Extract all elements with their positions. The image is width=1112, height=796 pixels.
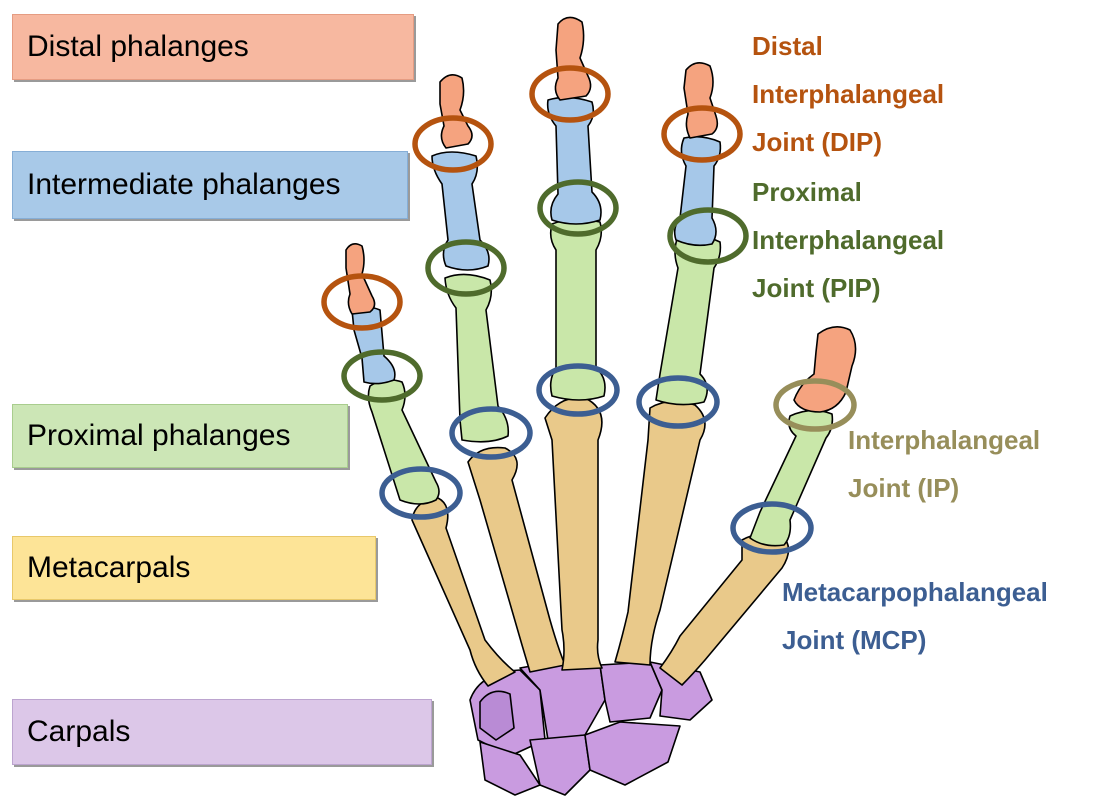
- pip-label-line1: Proximal: [752, 168, 944, 216]
- dip-label-line2: Interphalangeal: [752, 70, 944, 118]
- dip-label-line3: Joint (DIP): [752, 118, 944, 166]
- dip-joint-label: Distal Interphalangeal Joint (DIP): [752, 22, 944, 166]
- dip-label-line1: Distal: [752, 22, 944, 70]
- pip-label-line3: Joint (PIP): [752, 264, 944, 312]
- mcp-label-line1: Metacarpophalangeal: [782, 568, 1048, 616]
- mcp-joint-label: Metacarpophalangeal Joint (MCP): [782, 568, 1048, 664]
- ip-label-line1: Interphalangeal: [848, 416, 1040, 464]
- ip-label-line2: Joint (IP): [848, 464, 1040, 512]
- pip-label-line2: Interphalangeal: [752, 216, 944, 264]
- ip-joint-label: Interphalangeal Joint (IP): [848, 416, 1040, 512]
- pip-joint-label: Proximal Interphalangeal Joint (PIP): [752, 168, 944, 312]
- mcp-label-line2: Joint (MCP): [782, 616, 1048, 664]
